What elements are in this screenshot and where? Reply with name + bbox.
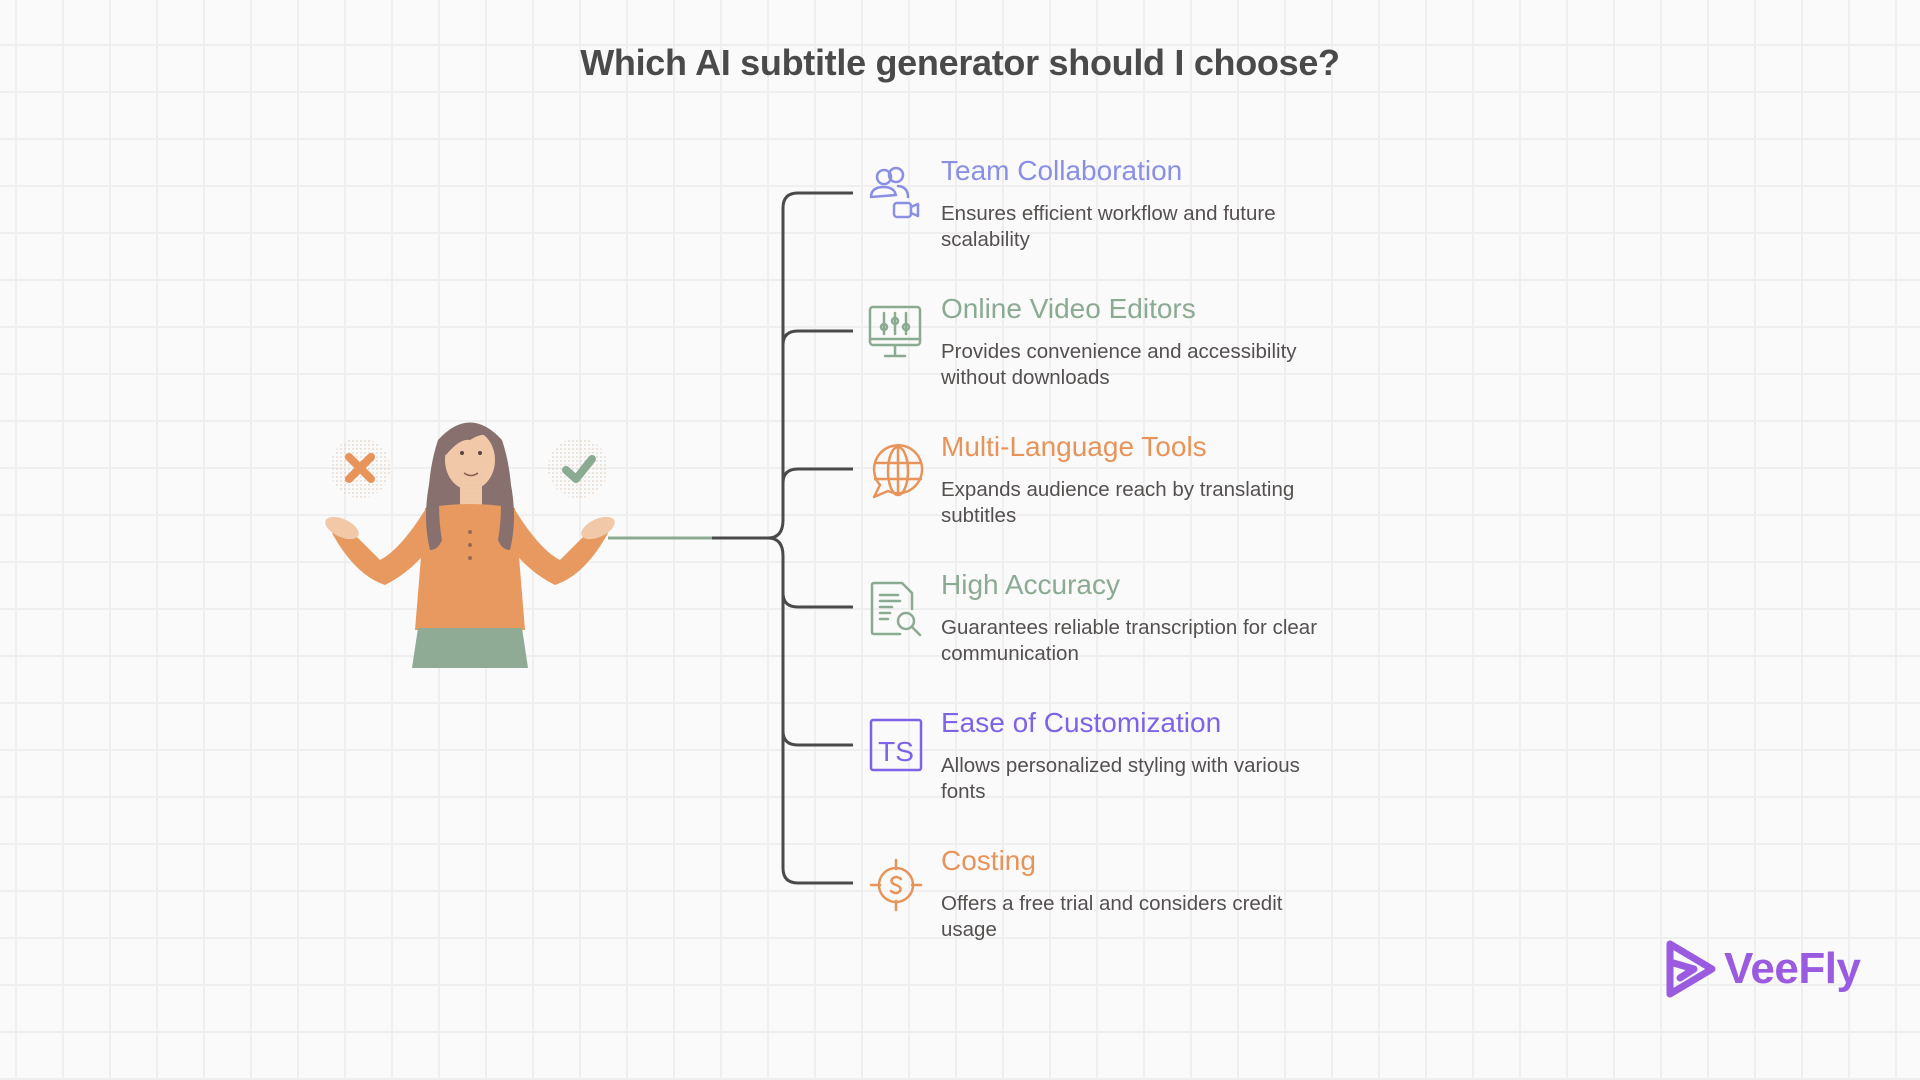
page-title: Which AI subtitle generator should I cho… [580, 42, 1340, 83]
option-high-accuracy: High Accuracy Guarantees reliable transc… [868, 569, 1328, 709]
option-multi-language-tools: Multi-Language Tools Expands audience re… [868, 431, 1328, 571]
globe-chat-icon [872, 444, 924, 499]
option-heading: Team Collaboration [941, 155, 1183, 186]
option-description: Offers a free trial and considers credit… [941, 892, 1283, 941]
option-heading: Costing [941, 845, 1036, 876]
dollar-target-icon [869, 858, 923, 912]
monitor-sliders-icon [868, 305, 922, 358]
person-illustration [325, 422, 615, 668]
team-video-icon [869, 166, 920, 219]
ts-font-icon: TS [869, 718, 923, 772]
check-icon [548, 438, 608, 498]
option-heading: Ease of Customization [941, 707, 1222, 738]
logo-text: VeeFly [1724, 944, 1861, 993]
option-description: Ensures efficient workflow and future sc… [941, 202, 1276, 251]
svg-text:TS: TS [878, 736, 914, 767]
option-team-collaboration: Team Collaboration Ensures efficient wor… [868, 155, 1328, 295]
option-heading: High Accuracy [941, 569, 1120, 600]
option-costing: Costing Offers a free trial and consider… [868, 845, 1328, 985]
option-description: Guarantees reliable transcription for cl… [941, 616, 1318, 665]
cross-icon [330, 438, 390, 498]
option-ease-of-customization: TS Ease of Customization Allows personal… [868, 707, 1328, 847]
option-description: Allows personalized styling with various… [941, 754, 1300, 803]
document-search-icon [870, 581, 922, 637]
option-heading: Multi-Language Tools [941, 431, 1207, 462]
option-online-video-editors: Online Video Editors Provides convenienc… [868, 293, 1328, 433]
veefly-logo: VeeFly [1664, 938, 1861, 1000]
option-heading: Online Video Editors [941, 293, 1196, 324]
option-description: Provides convenience and accessibility w… [941, 340, 1297, 389]
option-description: Expands audience reach by translating su… [941, 478, 1295, 527]
play-logo-icon [1666, 940, 1716, 998]
